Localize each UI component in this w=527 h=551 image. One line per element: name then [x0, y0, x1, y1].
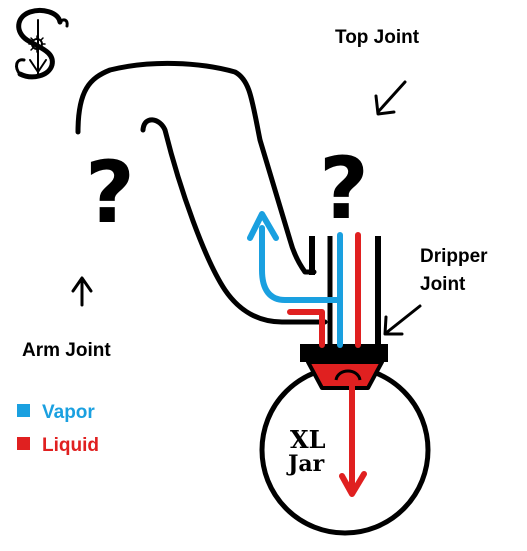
- liquid-drip-dome: [334, 369, 362, 381]
- legend-vapor-label: Vapor: [42, 402, 95, 423]
- dripper-collar: [300, 344, 388, 362]
- xl-jar-body: [259, 364, 431, 536]
- arm-tube-inner: [140, 117, 328, 325]
- jar-neck: [306, 360, 384, 390]
- top-joint-question-mark: ?: [319, 139, 369, 239]
- arm-tube-outer: [75, 60, 317, 275]
- jar-label-line1: XL: [290, 425, 326, 454]
- vapor-flow: [247, 211, 343, 348]
- legend: Vapor Liquid: [17, 402, 99, 456]
- legend-vapor-swatch: [17, 404, 30, 417]
- arm-joint-arrow-icon: [71, 276, 93, 307]
- arm-joint-label: Arm Joint: [22, 340, 111, 361]
- stylized-s-gear-logo: [15, 7, 69, 80]
- legend-liquid-swatch: [17, 437, 30, 450]
- dripper-joint-label-line1: Dripper: [420, 246, 488, 267]
- dripper-joint-arrow-icon: [383, 304, 422, 336]
- arm-joint-question-mark: ?: [85, 143, 135, 243]
- jar-label-line2: Jar: [286, 451, 325, 477]
- dripper-joint-label-line2: Joint: [420, 274, 466, 295]
- top-joint-label: Top Joint: [335, 27, 420, 48]
- top-joint-arrow-icon: [374, 80, 407, 116]
- legend-liquid-label: Liquid: [42, 435, 99, 456]
- liquid-flow: [287, 232, 367, 497]
